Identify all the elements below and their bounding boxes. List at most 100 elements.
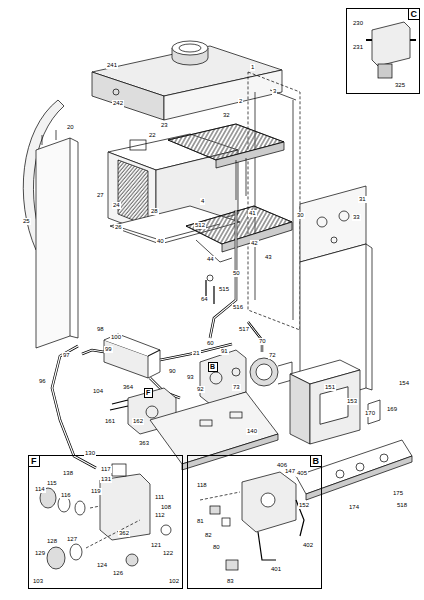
callout-number: 96 [38, 378, 47, 385]
callout-number: 91 [220, 348, 229, 355]
gas-valve [366, 22, 416, 78]
callout-number: 175 [392, 490, 404, 497]
inset-letter: F [28, 455, 40, 467]
callout-number: 33 [352, 214, 361, 221]
callout-number: 325 [394, 82, 406, 89]
callout-number: 517 [238, 326, 250, 333]
callout-number: 111 [154, 494, 165, 501]
callout-number: 73 [232, 384, 241, 391]
callout-number: 72 [268, 352, 277, 359]
callout-number: 93 [186, 374, 195, 381]
callout-number: 43 [264, 254, 273, 261]
callout-number: 161 [104, 418, 116, 425]
callout-number: 174 [348, 504, 360, 511]
callout-number: 104 [92, 388, 104, 395]
callout-number: 128 [46, 538, 58, 545]
marker-letter: F [145, 389, 152, 397]
callout-number: 92 [196, 386, 205, 393]
callout-number: 25 [22, 218, 31, 225]
callout-number: 231 [352, 44, 364, 51]
callout-number: 152 [298, 502, 310, 509]
callout-number: 130 [84, 450, 96, 457]
view-marker: B [208, 362, 218, 372]
callout-number: 242 [112, 100, 124, 107]
callout-number: 121 [150, 542, 162, 549]
valve-parts [200, 472, 304, 570]
callout-number: 516 [232, 304, 244, 311]
callout-number: 138 [62, 470, 74, 477]
callout-number: 151 [324, 384, 336, 391]
callout-number: 119 [90, 488, 102, 495]
callout-number: 117 [100, 466, 112, 473]
callout-number: 28 [150, 208, 159, 215]
callout-number: 21 [192, 350, 201, 357]
callout-number: 42 [250, 240, 259, 247]
callout-number: 44 [206, 256, 215, 263]
callout-number: 362 [118, 530, 130, 537]
callout-number: 402 [302, 542, 314, 549]
callout-number: 230 [352, 20, 364, 27]
callout-number: 30 [296, 212, 305, 219]
callout-number: 124 [96, 562, 108, 569]
callout-number: 40 [156, 238, 165, 245]
inset-letter: B [310, 455, 323, 467]
callout-number: 131 [100, 476, 112, 483]
callout-number: 515 [218, 286, 230, 293]
callout-number: 147 [284, 468, 296, 475]
marker-letter: B [209, 363, 217, 371]
callout-number: 112 [154, 512, 166, 519]
callout-number: 60 [206, 340, 215, 347]
callout-number: 108 [160, 504, 172, 511]
callout-number: 169 [386, 406, 398, 413]
callout-number: 103 [32, 578, 44, 585]
callout-number: 97 [62, 352, 71, 359]
callout-number: 90 [168, 368, 177, 375]
callout-number: 363 [138, 440, 150, 447]
callout-number: 22 [148, 132, 157, 139]
callout-number: 64 [200, 296, 209, 303]
diverter-parts [40, 464, 171, 569]
callout-number: 3 [272, 88, 277, 95]
callout-number: 140 [246, 428, 258, 435]
callout-number: 126 [112, 570, 124, 577]
callout-number: 70 [258, 338, 267, 345]
control-panel [296, 400, 412, 500]
callout-number: 32 [222, 112, 231, 119]
callout-number: 31 [358, 196, 367, 203]
callout-number: 518 [396, 502, 408, 509]
callout-number: 116 [60, 492, 72, 499]
callout-number: 154 [398, 380, 410, 387]
callout-number: 24 [112, 202, 121, 209]
callout-number: 406 [276, 462, 288, 469]
callout-number: 241 [106, 62, 118, 69]
heat-exchanger [168, 124, 284, 200]
callout-number: 50 [232, 270, 241, 277]
pump [250, 358, 292, 386]
inset-letter: C [408, 8, 421, 20]
callout-number: 99 [104, 346, 113, 353]
callout-number: 114 [34, 486, 46, 493]
callout-number: 98 [96, 326, 105, 333]
callout-number: 118 [196, 482, 208, 489]
callout-number: 2 [238, 98, 243, 105]
callout-number: 4 [200, 198, 205, 205]
callout-number: 80 [212, 544, 221, 551]
flue-hood [92, 41, 282, 120]
callout-number: 122 [162, 550, 174, 557]
callout-number: 129 [34, 550, 46, 557]
callout-number: 26 [114, 224, 123, 231]
callout-number: 82 [204, 532, 213, 539]
callout-number: 102 [168, 578, 180, 585]
view-marker: F [144, 388, 153, 398]
callout-number: 27 [96, 192, 105, 199]
callout-number: 23 [160, 122, 169, 129]
callout-number: 170 [364, 410, 376, 417]
callout-number: 401 [270, 566, 282, 573]
callout-number: 115 [46, 480, 58, 487]
callout-number: 83 [226, 578, 235, 585]
callout-number: 162 [132, 418, 144, 425]
control-box [290, 360, 360, 444]
